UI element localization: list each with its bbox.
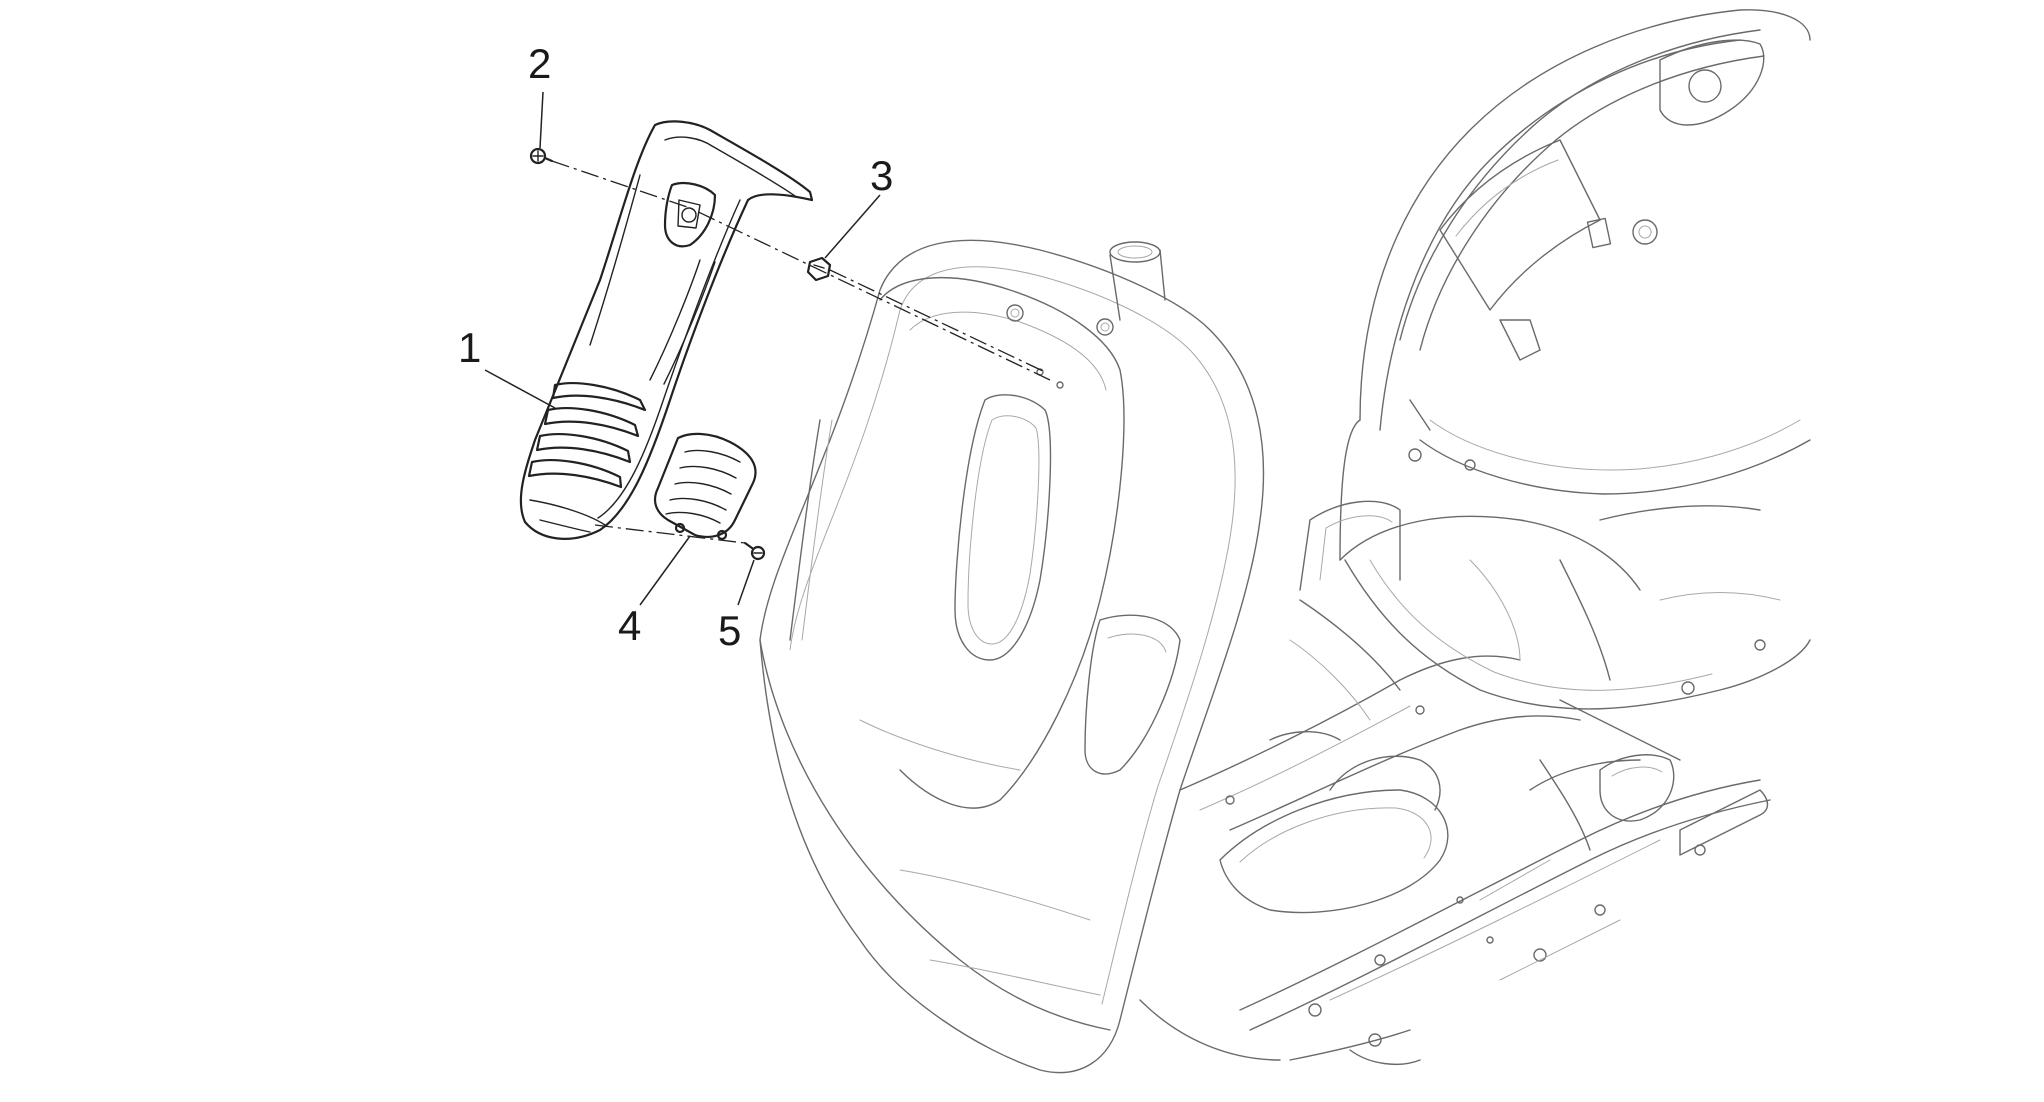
part-4-grille-insert bbox=[653, 432, 757, 541]
callout-3: 3 bbox=[870, 152, 893, 199]
axis-nut-3 bbox=[829, 269, 1046, 373]
axis-screw-2 bbox=[551, 160, 1051, 381]
exploded-parts bbox=[519, 120, 832, 561]
leader-2 bbox=[539, 91, 544, 149]
leader-3 bbox=[824, 194, 881, 259]
scooter-frame-body bbox=[759, 9, 1811, 1074]
part-5-screw bbox=[743, 541, 766, 561]
callout-5: 5 bbox=[718, 607, 741, 654]
part-3-nut bbox=[806, 256, 832, 282]
leader-1 bbox=[484, 369, 556, 409]
assembly-axes bbox=[551, 160, 1051, 544]
callout-labels: 1 2 3 4 5 bbox=[458, 40, 893, 654]
leader-5 bbox=[737, 559, 755, 606]
part-1-horn-cover bbox=[519, 120, 814, 540]
callout-1: 1 bbox=[458, 324, 481, 371]
part-2-screw bbox=[529, 147, 554, 165]
axis-screw-5 bbox=[594, 524, 746, 544]
callout-2: 2 bbox=[528, 40, 551, 87]
leader-lines bbox=[484, 91, 881, 606]
leader-4 bbox=[639, 535, 691, 606]
callout-4: 4 bbox=[618, 602, 641, 649]
